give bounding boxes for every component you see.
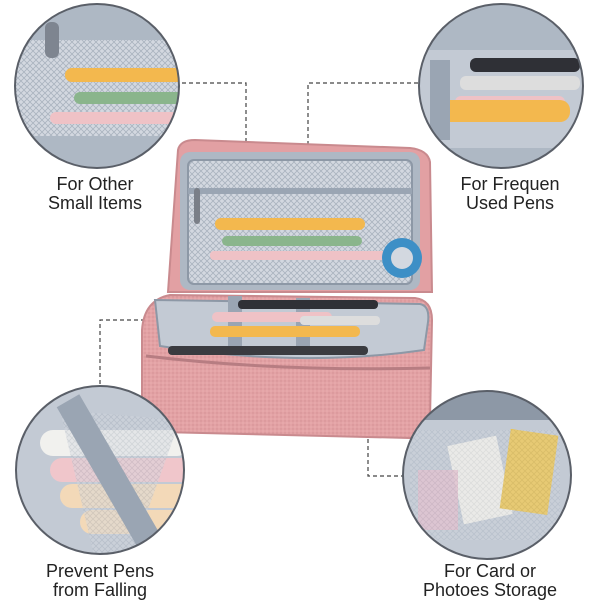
caption-line: Photoes Storage	[422, 580, 558, 600]
caption-line: For Card or	[443, 561, 537, 581]
caption-other-small-items: For Other Small Items	[20, 175, 170, 213]
caption-frequent-pens: For Frequen Used Pens	[430, 175, 590, 213]
pen-pink	[210, 251, 390, 260]
caption-card-storage: For Card or Photoes Storage	[405, 562, 575, 600]
caption-line: For Frequen	[460, 174, 560, 194]
detail-circle-bottom-left	[15, 385, 185, 555]
pen-green	[222, 236, 362, 246]
elastic-band-right	[296, 298, 310, 352]
caption-line: from Falling	[52, 580, 148, 600]
caption-line: Prevent Pens	[45, 561, 155, 581]
detail-circle-bottom-right	[402, 390, 572, 560]
caption-prevent-falling: Prevent Pens from Falling	[20, 562, 180, 600]
caption-line: For Other	[56, 174, 134, 194]
leader-line-top-left	[182, 82, 247, 219]
caption-line: Small Items	[47, 193, 143, 213]
zipper-seam	[145, 354, 431, 371]
detail-circle-top-left	[14, 3, 180, 169]
caption-line: Used Pens	[465, 193, 555, 213]
pencil-case	[141, 138, 434, 440]
pen-orange	[215, 218, 365, 230]
detail-circle-top-right	[418, 3, 584, 169]
